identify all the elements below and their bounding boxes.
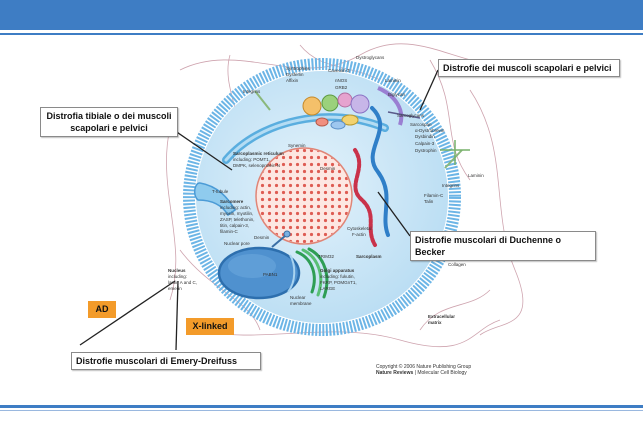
label-t-tubule: T-tubule (212, 189, 229, 194)
label-cytoskeletal: Cytoskeletal (347, 226, 372, 231)
credit-journal: Nature Reviews (376, 370, 414, 376)
label-laminin-right: Laminin (468, 173, 484, 178)
label-sr-line1: including: POMT1, (233, 157, 270, 162)
label-caveolin: Caveolin-3 (328, 68, 350, 73)
credit-line-2: Nature Reviews | Molecular Cell Biology (376, 370, 467, 376)
integrins (254, 90, 463, 169)
label-golgi-3: LARGE (320, 286, 335, 291)
label-f-actin: F-actin (352, 232, 366, 237)
label-trim32: TRIM32 (318, 254, 335, 259)
label-biglycan: Biglycan (388, 92, 406, 97)
label-laminin-top: Laminin (385, 78, 401, 83)
label-nucleus-1: including: (168, 274, 187, 279)
label-nuclear-membrane-2: membrane (290, 301, 312, 306)
tag-xlinked: X-linked (186, 318, 234, 335)
label-golgi-1: including: fukutin, (320, 274, 355, 279)
label-nucleus-2: lamin A and C, (168, 280, 197, 285)
label-calpain: Calpain-3 (415, 141, 435, 146)
label-sarc-2: myosin, myotilin, (220, 211, 253, 216)
dgc-complex (302, 86, 421, 130)
t-tubule (193, 182, 236, 217)
label-dystroglycans: Dystroglycans (356, 55, 385, 60)
tag-ad: AD (88, 301, 116, 318)
footer-rule-thin (0, 410, 643, 411)
label-syntrophins: Syntrophins (286, 66, 311, 71)
label-sr-title: Sarcoplasmic reticulum (233, 151, 284, 156)
label-dystrophin: Dystrophin (415, 148, 437, 153)
label-desmin-mid: Desmin (254, 235, 270, 240)
label-sarc-1: including: actin, (220, 205, 251, 210)
label-affixin: Affixin (286, 78, 299, 83)
label-ecm-2: matrix (428, 320, 442, 325)
label-golgi-title: Golgi apparatus (320, 268, 355, 273)
callout-tibial: Distrofia tibiale o dei muscoli scapolar… (40, 107, 178, 137)
callout-scapular-pelvic: Distrofie dei muscoli scapolari e pelvic… (438, 59, 620, 77)
footer-rule (0, 405, 643, 408)
laminin-right (440, 140, 470, 165)
label-integrins-top: Integrins (243, 89, 261, 94)
label-sarcoplasm: Sarcoplasm (356, 254, 382, 259)
golgi-apparatus (295, 247, 329, 299)
label-golgi-2: FKRP, POMGnT1, (320, 280, 357, 285)
label-ecm-1: Extracellular (428, 314, 455, 319)
label-nuclear-pore: Nuclear pore (224, 241, 250, 246)
credit-line-1: Copyright © 2006 Nature Publishing Group (376, 364, 472, 370)
label-dysferlin: Dysferlin (286, 72, 304, 77)
label-sarcospan: Sarcospan (410, 122, 432, 127)
label-sarc-4: titin, calpain-3, (220, 223, 249, 228)
label-collagen: Collagen (448, 262, 466, 267)
credit-section: | Molecular Cell Biology (413, 370, 467, 376)
label-sarcomere: Sarcomere (220, 199, 244, 204)
label-sarc-5: filamin-C (220, 229, 239, 234)
label-sarc-3: ZASP, telethonin, (220, 217, 254, 222)
label-talin: Talin (424, 199, 434, 204)
callout-duchenne: Distrofie muscolari di Duchenne o Becker (410, 231, 596, 261)
label-sarcoglycans: Sarcoglycans (397, 113, 425, 118)
sarcolemma-membrane (183, 58, 461, 336)
label-sr-line2: DMPK, selenoprotein N (233, 163, 280, 168)
label-nnos: nNOS (335, 78, 347, 83)
label-grb2: GRB2 (335, 85, 348, 90)
pointer-lines (79, 69, 439, 351)
header-bar (0, 0, 643, 30)
label-nucleus-title: Nucleus (168, 268, 186, 273)
header-rule (0, 33, 643, 35)
label-integrins-right: Integrins (442, 183, 460, 188)
label-filamin: Filamin-C (424, 193, 444, 198)
label-nucleus-3: emerin (168, 286, 182, 291)
label-pabn1: PABN1 (263, 272, 278, 277)
label-a-dystrobrevin: α-Dystrobrevin (415, 128, 445, 133)
label-synemin: Synemin (288, 143, 306, 148)
callout-emery: Distrofie muscolari di Emery-Dreifuss (71, 352, 261, 370)
dystrophin-helix (353, 106, 390, 247)
label-nuclear-membrane-1: Nuclear (290, 295, 306, 300)
label-dysbindin: Dysbindin (415, 134, 435, 139)
label-desmin-top: Desmin (320, 166, 336, 171)
